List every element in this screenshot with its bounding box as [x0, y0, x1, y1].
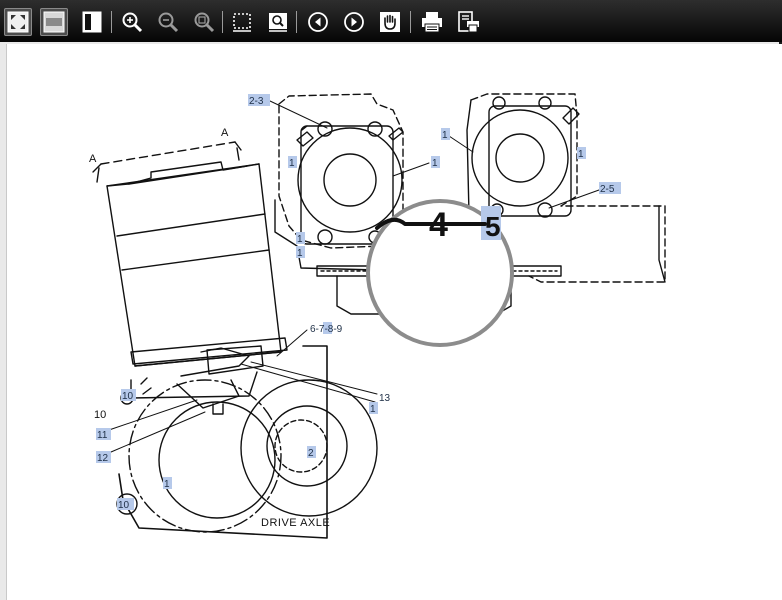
svg-text:10: 10	[118, 500, 130, 511]
callout-2-3[interactable]: 2-3	[248, 94, 270, 107]
svg-text:12: 12	[97, 453, 109, 464]
zoom-in-icon	[122, 12, 143, 33]
callout-13[interactable]: 13	[379, 393, 391, 404]
select-area-button[interactable]	[228, 8, 256, 36]
drawing-canvas[interactable]: 4 5 A A	[6, 44, 782, 600]
svg-text:6-7-8-9: 6-7-8-9	[310, 324, 343, 335]
print-button[interactable]	[418, 8, 446, 36]
callout-2-gear[interactable]: 2	[307, 446, 316, 459]
callout-11[interactable]: 11	[96, 428, 111, 441]
magnifier-callout-5: 5	[485, 211, 501, 242]
magnifier-lens: 4 5	[366, 199, 514, 347]
callout-10-a[interactable]: 10	[121, 389, 136, 402]
gear-housing	[116, 345, 378, 539]
print-icon	[422, 12, 442, 33]
svg-text:1: 1	[432, 158, 438, 169]
pan-button[interactable]	[376, 8, 404, 36]
fit-page-button[interactable]	[4, 8, 32, 36]
svg-text:1: 1	[164, 479, 170, 490]
callout-2-5[interactable]: 2-5	[599, 182, 621, 195]
zoom-out-button[interactable]	[154, 8, 182, 36]
svg-text:1: 1	[289, 158, 295, 169]
svg-text:1: 1	[442, 130, 448, 141]
zoom-in-button[interactable]	[118, 8, 146, 36]
label-10-plain: 10	[94, 409, 106, 421]
toolbar-separator	[111, 11, 112, 33]
svg-text:2-3: 2-3	[249, 96, 264, 107]
section-mark-a-right: A	[221, 127, 229, 139]
callout-1-left-b[interactable]: 1	[296, 246, 305, 259]
callout-1-lower[interactable]: 1	[369, 402, 378, 415]
leader-lines	[108, 100, 600, 453]
previous-icon	[308, 12, 328, 32]
callout-1-left-mid[interactable]: 1	[288, 156, 297, 169]
drive-axle-label: DRIVE AXLE	[261, 517, 330, 529]
callout-1-right-top[interactable]: 1	[441, 128, 450, 141]
print-setup-button[interactable]	[454, 8, 482, 36]
svg-text:2: 2	[308, 448, 314, 459]
fit-width-icon	[43, 11, 65, 33]
svg-text:10: 10	[122, 391, 134, 402]
print-setup-icon	[458, 11, 479, 33]
toolbar	[0, 0, 782, 42]
previous-button[interactable]	[304, 8, 332, 36]
callout-6-7-8-9[interactable]: 6-7-8-9	[310, 322, 343, 335]
magnifier-highlight	[481, 206, 501, 240]
toolbar-separator	[410, 11, 411, 33]
motor-assembly	[92, 141, 288, 367]
callout-1-gear[interactable]: 1	[163, 477, 172, 490]
callout-12[interactable]: 12	[96, 451, 111, 464]
fit-width-button[interactable]	[40, 8, 68, 36]
magnifier-callout-4: 4	[429, 206, 448, 244]
fit-page-icon	[7, 11, 29, 33]
toolbar-separator	[222, 11, 223, 33]
svg-text:13: 13	[379, 393, 391, 404]
zoom-out-icon	[158, 12, 179, 33]
svg-text:11: 11	[97, 430, 108, 441]
callout-1-left-a[interactable]: 1	[296, 232, 305, 245]
svg-text:1: 1	[297, 234, 303, 245]
callouts: 2-3 1 1 1 1 1 1 2-5 6-7-8-9 13 1 10 10 1…	[96, 94, 621, 511]
single-page-button[interactable]	[78, 8, 106, 36]
zoom-actual-icon	[194, 12, 215, 33]
zoom-area-button[interactable]	[264, 8, 292, 36]
callout-1-right-side[interactable]: 1	[577, 147, 586, 160]
svg-text:1: 1	[370, 404, 376, 415]
svg-text:1: 1	[297, 248, 303, 259]
marquee-select-icon	[233, 13, 251, 32]
svg-text:2-5: 2-5	[600, 184, 615, 195]
next-icon	[344, 12, 364, 32]
next-button[interactable]	[340, 8, 368, 36]
parts-diagram: 4 5 A A	[89, 93, 666, 539]
toolbar-separator	[296, 11, 297, 33]
svg-text:1: 1	[578, 149, 584, 160]
hand-pan-icon	[380, 12, 400, 32]
zoom-actual-button[interactable]	[190, 8, 218, 36]
single-page-icon	[82, 11, 102, 33]
callout-1-top[interactable]: 1	[431, 156, 440, 169]
zoom-area-icon	[269, 13, 287, 32]
callout-10-b[interactable]: 10	[117, 498, 134, 511]
section-mark-a-left: A	[89, 153, 97, 165]
